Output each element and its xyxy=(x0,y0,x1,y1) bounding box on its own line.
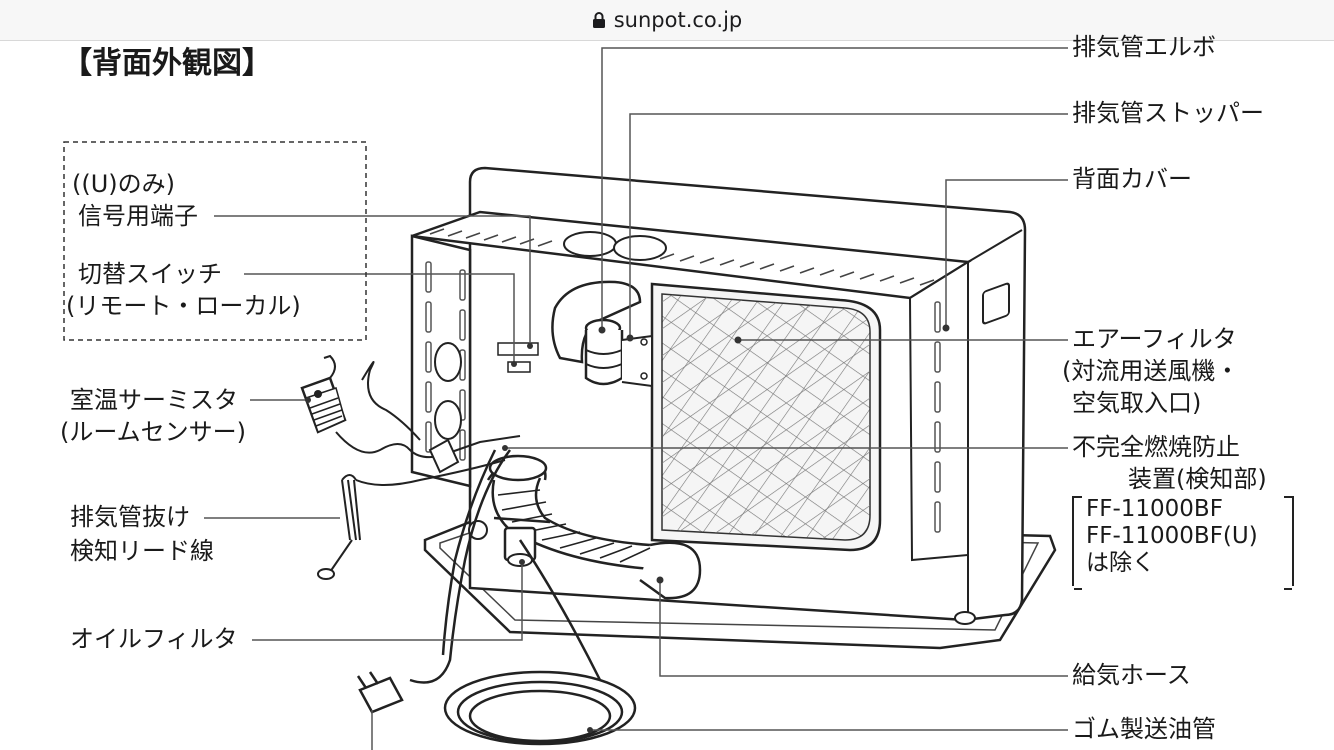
label-signal-terminal: 信号用端子 xyxy=(78,202,198,230)
lock-icon xyxy=(592,12,605,28)
label-switch-line1: 切替スイッチ xyxy=(78,260,222,288)
page-title: 【背面外観図】 xyxy=(62,46,272,81)
label-air-filter-line1: エアーフィルタ xyxy=(1072,325,1237,353)
label-oil-filter: オイルフィルタ xyxy=(70,625,238,653)
label-room-thermistor-line1: 室温サーミスタ xyxy=(70,386,238,414)
label-air-filter-line2: (対流用送風機・ xyxy=(1062,357,1240,385)
heater-rear-diagram xyxy=(63,47,1068,750)
label-room-thermistor-line2: (ルームセンサー) xyxy=(60,418,247,446)
exclusion-note: FF-11000BF FF-11000BF(U) は除く xyxy=(1072,496,1294,590)
label-air-filter-line3: 空気取入口) xyxy=(1072,389,1202,417)
rubber-oil-pipe xyxy=(443,539,637,746)
leader-lines xyxy=(204,47,1068,750)
power-cord xyxy=(356,449,512,714)
browser-address-bar[interactable]: sunpot.co.jp xyxy=(0,0,1334,41)
label-lead-wire-line1: 排気管抜け xyxy=(70,503,190,531)
label-exhaust-stopper: 排気管ストッパー xyxy=(1072,99,1264,127)
label-combustion-line2: 装置(検知部) xyxy=(1128,465,1267,493)
exclusion-line3: は除く xyxy=(1086,550,1155,576)
label-signal-terminal-note: ((U)のみ) xyxy=(72,170,176,198)
label-rubber-oil-pipe: ゴム製送油管 xyxy=(1072,715,1216,743)
exclusion-line2: FF-11000BF(U) xyxy=(1086,523,1258,549)
exhaust-elbow xyxy=(551,280,653,388)
label-intake-hose: 給気ホース xyxy=(1072,661,1191,689)
url-text: sunpot.co.jp xyxy=(613,8,743,32)
leader-dots xyxy=(305,324,950,733)
label-exhaust-elbow: 排気管エルボ xyxy=(1072,33,1216,61)
label-lead-wire-line2: 検知リード線 xyxy=(70,537,214,565)
label-switch-line2: (リモート・ローカル) xyxy=(66,292,301,320)
air-filter xyxy=(650,282,882,552)
lead-wire xyxy=(317,459,506,580)
right-panel xyxy=(908,260,969,562)
u-only-box xyxy=(63,141,367,341)
room-thermistor xyxy=(300,354,521,474)
left-panel xyxy=(410,234,539,488)
label-combustion-line1: 不完全燃焼防止 xyxy=(1072,433,1240,461)
exclusion-line1: FF-11000BF xyxy=(1086,496,1223,522)
label-rear-cover: 背面カバー xyxy=(1072,165,1192,193)
intake-hose xyxy=(486,454,702,600)
diagram-stage: 【背面外観図】 排気管エルボ 排気管ストッパー 背面カバー ((U)のみ) 信号… xyxy=(0,33,1334,750)
